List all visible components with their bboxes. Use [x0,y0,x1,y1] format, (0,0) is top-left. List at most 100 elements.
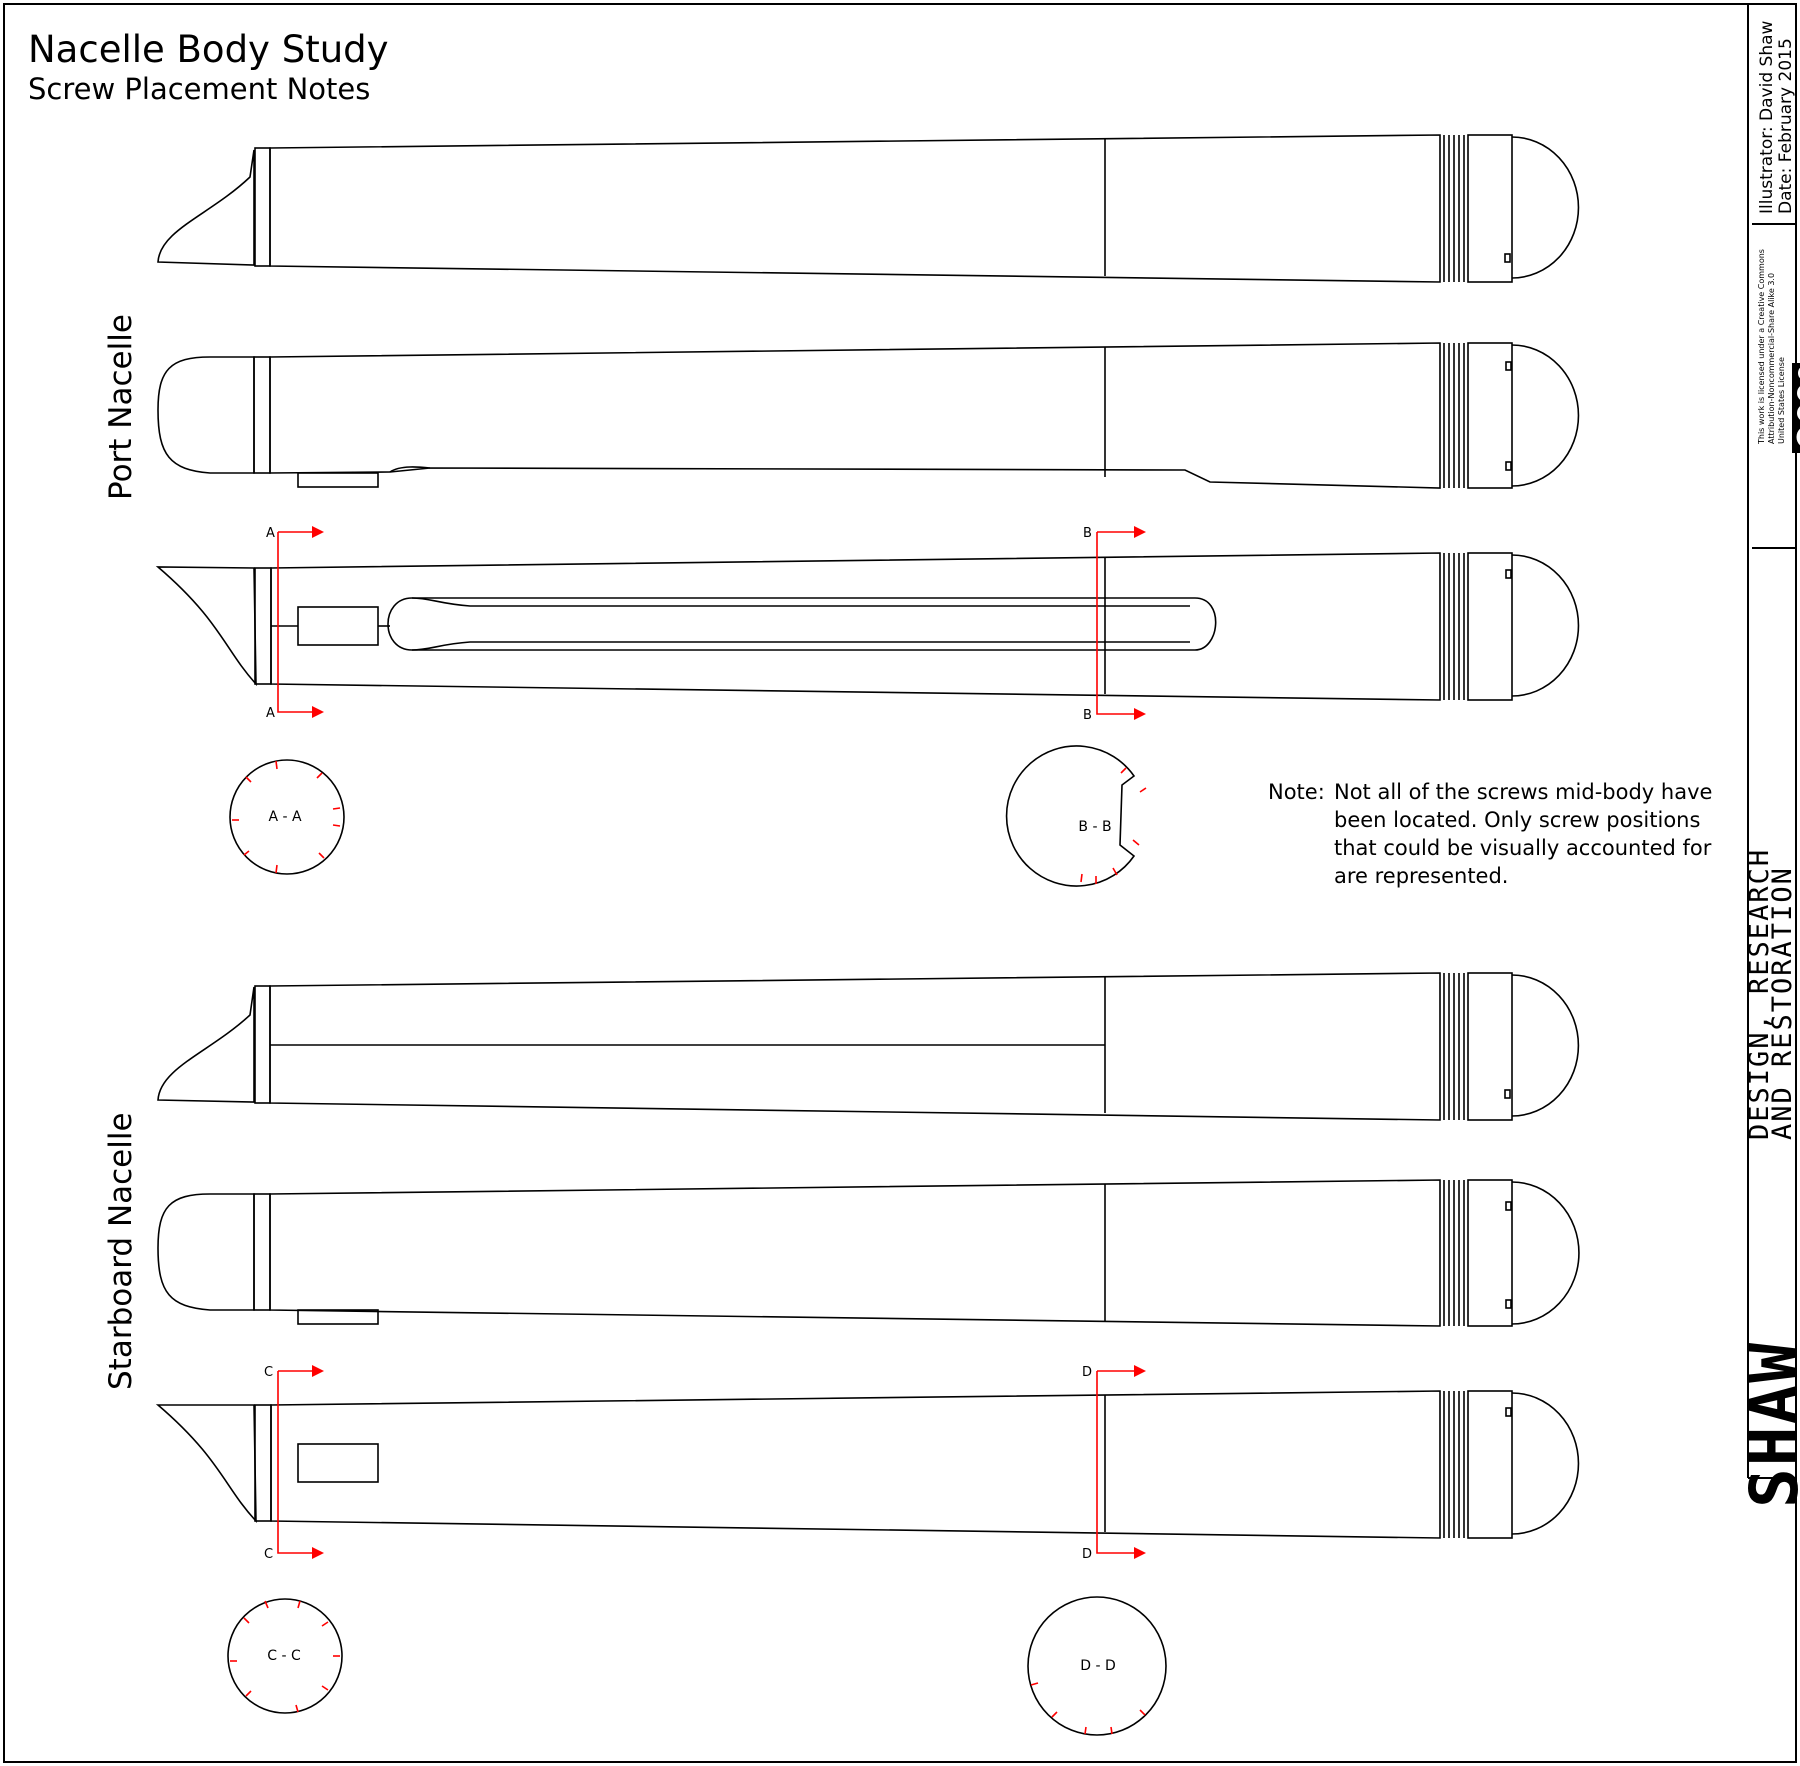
collar-band [253,356,271,474]
arrow-heads [312,526,1146,1559]
section-letter-a-top: A [266,526,275,541]
fin-shape [155,1404,257,1524]
collar-band [254,1404,272,1522]
nose-cap [1511,136,1580,279]
screw-note: Note: Not all of the screws mid-body have… [1268,778,1712,890]
screw-ticks-cc [230,1600,340,1713]
screw-ticks-bb [1080,767,1147,884]
section-letter-c-top: C [264,1365,274,1380]
body-shell [269,1179,1441,1327]
slot-inner-top [411,597,1190,607]
page-border [3,3,1797,1763]
body-shell [269,134,1441,283]
screw-mark [1505,1299,1512,1309]
screw-mark [1505,1201,1512,1211]
body-shell [270,1390,1441,1539]
note-line-4: are represented. [1334,864,1509,888]
body-shell [269,972,1441,1121]
collar-band [253,1193,271,1311]
section-circle-aa [229,759,345,875]
title-block: Nacelle Body Study Screw Placement Notes [28,28,389,106]
screw-ticks-aa [232,760,341,874]
port-view-2 [157,342,1580,489]
end-ring [1467,1390,1513,1539]
section-label-bb: B - B [1078,819,1112,835]
section-circle-bb [1005,745,1136,887]
keel-curve [389,466,431,473]
keel-plate [297,472,379,488]
screw-mark [1505,361,1512,371]
screw-mark [1505,1407,1512,1417]
port-view-3 [155,552,1580,701]
nose-cap [1511,1181,1580,1325]
license-line-2: Attribution-Noncommercial-Share Alike 3.… [1767,272,1776,444]
nose-cap [1511,974,1580,1117]
brand-logo-shaw: SHAW [1736,1341,1800,1508]
section-line-c [277,1371,312,1554]
note-line-2: been located. Only screw positions [1334,808,1701,832]
slot-outline [387,597,1217,651]
date-credit: Date: February 2015 [1776,38,1796,214]
intake-box [297,1443,379,1483]
note-line-3: that could be visually accounted for [1334,836,1712,860]
port-nacelle-group [155,134,1580,887]
page-title: Nacelle Body Study [28,28,389,71]
rear-cap [157,356,255,474]
body-shell [269,342,1441,489]
section-letter-b-top: B [1083,526,1092,541]
section-label-aa: A - A [268,809,302,825]
collar-band [254,567,272,685]
section-label-dd: D - D [1080,1658,1116,1674]
nose-cap [1511,554,1580,697]
note-label: Note: [1268,780,1325,804]
port-view-1 [157,134,1580,283]
starboard-view-1 [157,972,1580,1121]
starboard-nacelle-group [155,972,1580,1736]
illustrator-credit: Illustrator: David Shaw [1757,20,1777,214]
section-circle-dd [1027,1596,1167,1736]
rear-cap [157,1193,255,1311]
starboard-nacelle-label: Starboard Nacelle [103,1112,139,1390]
screw-mark [1505,461,1512,471]
section-circle-cc [227,1598,343,1714]
keel-plate [297,1309,379,1325]
cc-license-badge [1792,363,1800,453]
section-line-a [277,532,312,713]
brand-tagline-2: AND RESTORATION [1767,866,1798,1140]
page-subtitle: Screw Placement Notes [28,72,371,106]
nose-cap [1511,1392,1580,1535]
starboard-view-3 [155,1390,1580,1539]
section-letter-a-bottom: A [266,706,275,721]
screw-mark [1504,253,1511,263]
screw-mark [1505,569,1512,579]
cc-icon [1795,424,1800,450]
intake-box [297,606,379,646]
end-ring [1467,134,1513,283]
fin-shape [155,566,257,687]
collar-band [254,147,271,267]
body-shell [270,552,1441,701]
section-letter-b-bottom: B [1083,708,1092,723]
slot-inner-bottom [411,641,1190,651]
section-letter-c-bottom: C [264,1547,274,1562]
section-line-d [1096,1371,1134,1554]
nose-cap [1511,344,1580,487]
section-label-cc: C - C [267,1648,301,1664]
license-line-1: This work is licensed under a Creative C… [1757,249,1766,444]
end-ring [1467,552,1513,701]
port-nacelle-label: Port Nacelle [103,314,139,500]
collar-band [254,985,271,1104]
license-line-3: United States License [1777,357,1786,444]
note-line-1: Not all of the screws mid-body have [1334,780,1713,804]
screw-mark [1504,1089,1511,1099]
section-line-b [1096,532,1134,715]
section-markers [230,531,1147,1735]
screw-ticks-dd [1030,1682,1146,1735]
end-ring [1467,342,1513,489]
section-letter-d-top: D [1082,1365,1093,1380]
fin-shape [157,149,255,266]
starboard-view-2 [157,1179,1580,1327]
section-letter-d-bottom: D [1082,1547,1093,1562]
